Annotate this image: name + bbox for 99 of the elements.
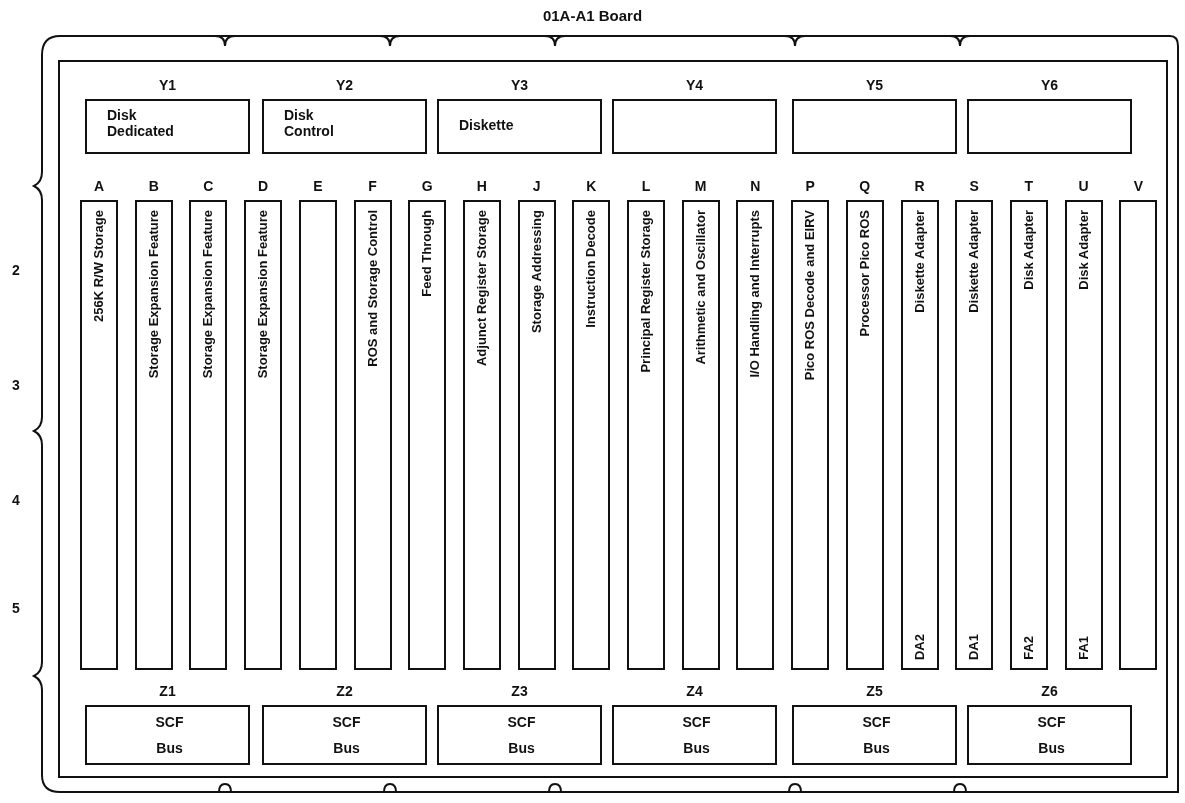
module-card <box>262 99 427 154</box>
row-number: 2 <box>12 262 20 278</box>
slot-label: Z5 <box>865 683 884 699</box>
card-label: Storage Expansion Feature <box>255 210 272 379</box>
slot-label: P <box>804 178 816 194</box>
module-card <box>792 99 957 154</box>
row-number: 5 <box>12 600 20 616</box>
card-label: Disk Adapter <box>1020 210 1037 290</box>
slot-label: Y4 <box>684 77 705 93</box>
slot-label: F <box>367 178 378 194</box>
circuit-card <box>189 200 228 670</box>
circuit-card <box>408 200 447 670</box>
module-card <box>85 99 250 154</box>
slot-label: Y1 <box>157 77 178 93</box>
slot-label: L <box>640 178 652 194</box>
module-card <box>437 99 602 154</box>
card-label: Diskette Adapter <box>911 210 928 313</box>
card-label: Disk Control <box>284 107 335 139</box>
slot-label: Y6 <box>1039 77 1060 93</box>
slot-label: R <box>913 178 926 194</box>
slot-label: H <box>475 178 488 194</box>
circuit-card <box>134 200 173 670</box>
slot-label: Y2 <box>334 77 355 93</box>
slot-label: S <box>968 178 980 194</box>
circuit-card <box>244 200 283 670</box>
row-number: 3 <box>12 377 20 393</box>
card-label: SCF Bus <box>1036 713 1067 758</box>
card-code: DA1 <box>966 634 983 660</box>
slot-label: Z1 <box>158 683 177 699</box>
slot-label: A <box>92 178 106 194</box>
slot-label: K <box>585 178 598 194</box>
circuit-card <box>80 200 118 670</box>
slot-label: C <box>202 178 215 194</box>
circuit-card <box>517 200 556 670</box>
board-title: 01A-A1 Board <box>541 8 644 24</box>
card-code: FA2 <box>1020 636 1037 660</box>
circuit-card <box>900 200 939 670</box>
circuit-card <box>791 200 830 670</box>
row-number: 4 <box>12 492 20 508</box>
module-card <box>612 705 777 765</box>
card-code: DA2 <box>911 634 928 660</box>
card-label: Feed Through <box>419 210 436 297</box>
slot-label: N <box>749 178 762 194</box>
slot-label: Y5 <box>864 77 885 93</box>
slot-label: Z4 <box>685 683 704 699</box>
slot-label: D <box>257 178 270 194</box>
card-label: SCF Bus <box>154 713 185 758</box>
module-card <box>85 705 250 765</box>
circuit-card <box>736 200 775 670</box>
module-card <box>792 705 957 765</box>
card-label: Disk Adapter <box>1075 210 1092 290</box>
circuit-card <box>1009 200 1048 670</box>
module-card <box>612 99 777 154</box>
slot-label: J <box>531 178 542 194</box>
slot-label: T <box>1023 178 1035 194</box>
card-label: Storage Expansion Feature <box>145 210 162 379</box>
circuit-card <box>955 200 994 670</box>
card-code: FA1 <box>1075 636 1092 660</box>
module-card <box>967 705 1132 765</box>
card-label: Adjunct Register Storage <box>473 210 490 367</box>
circuit-card <box>845 200 884 670</box>
circuit-card <box>627 200 665 670</box>
card-label: 256K R/W Storage <box>91 210 107 322</box>
slot-label: Z6 <box>1040 683 1059 699</box>
card-label: SCF Bus <box>681 713 712 758</box>
slot-label: V <box>1132 178 1144 194</box>
card-label: Storage Addressing <box>528 210 545 334</box>
card-label: Diskette <box>459 117 515 133</box>
card-label: Instruction Decode <box>583 210 600 328</box>
card-label: Principal Register Storage <box>638 210 654 373</box>
card-label: I/O Handling and Interrupts <box>747 210 764 378</box>
card-label: Diskette Adapter <box>966 210 983 313</box>
card-label: SCF Bus <box>861 713 892 758</box>
module-card <box>262 705 427 765</box>
slot-label: U <box>1077 178 1090 194</box>
circuit-card <box>681 200 720 670</box>
slot-label: Z2 <box>335 683 354 699</box>
slot-label: G <box>420 178 434 194</box>
slot-label: Z3 <box>510 683 529 699</box>
card-label: Processor Pico ROS <box>856 210 873 337</box>
card-label: Pico ROS Decode and EIRV <box>802 210 819 381</box>
circuit-card <box>298 200 337 670</box>
slot-label: M <box>693 178 708 194</box>
slot-label: B <box>147 178 160 194</box>
slot-label: Q <box>858 178 872 194</box>
circuit-card <box>353 200 392 670</box>
circuit-card <box>1119 200 1158 670</box>
card-label: SCF Bus <box>506 713 537 758</box>
module-card <box>967 99 1132 154</box>
circuit-card <box>1064 200 1103 670</box>
circuit-card <box>462 200 501 670</box>
slot-label: Y3 <box>509 77 530 93</box>
card-label: SCF Bus <box>331 713 362 758</box>
card-label: Storage Expansion Feature <box>200 210 217 379</box>
module-card <box>437 705 602 765</box>
card-label: Arithmetic and Oscillator <box>692 210 709 365</box>
slot-label: E <box>312 178 324 194</box>
circuit-card <box>572 200 611 670</box>
card-label: ROS and Storage Control <box>364 210 381 367</box>
